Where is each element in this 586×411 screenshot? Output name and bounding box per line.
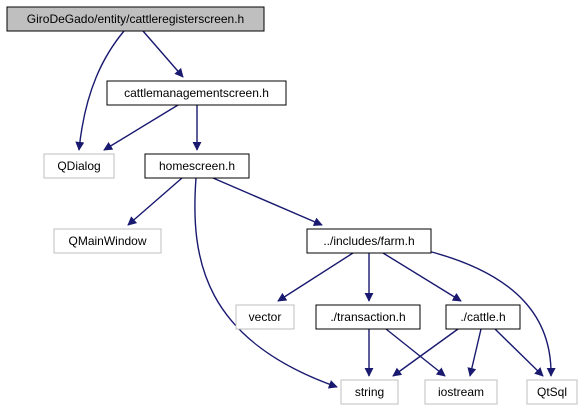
node-label: homescreen.h (159, 159, 235, 173)
node-label: ../includes/farm.h (323, 234, 414, 248)
node-box (144, 153, 250, 179)
edge-root-cms (142, 30, 184, 78)
node-box (235, 304, 295, 330)
node-box (306, 228, 432, 254)
node-qtsql[interactable]: QtSql (526, 379, 578, 405)
node-box (6, 6, 265, 32)
node-cattle[interactable]: ./cattle.h (445, 304, 521, 330)
edge-farm-qtsql (427, 250, 556, 377)
edge-cattle-qtsql (494, 328, 544, 377)
node-label: iostream (438, 385, 484, 399)
edge-home-qmw (127, 177, 183, 226)
node-farm[interactable]: ../includes/farm.h (306, 228, 432, 254)
node-box (43, 153, 115, 179)
node-box (340, 379, 399, 405)
node-qmw[interactable]: QMainWindow (53, 228, 162, 254)
node-vec[interactable]: vector (235, 304, 295, 330)
nodes-layer: GiroDeGado/entity/cattleregisterscreen.h… (6, 6, 578, 405)
node-root[interactable]: GiroDeGado/entity/cattleregisterscreen.h (6, 6, 265, 32)
edge-farm-vec (277, 252, 354, 302)
node-box (315, 304, 421, 330)
node-label: ./cattle.h (460, 310, 505, 324)
node-box (445, 304, 521, 330)
edge-home-farm (212, 177, 323, 226)
edge-farm-cattle (382, 252, 462, 302)
node-box (526, 379, 578, 405)
node-trans[interactable]: ./transaction.h (315, 304, 421, 330)
node-box (106, 80, 287, 106)
node-label: QDialog (57, 159, 100, 173)
node-label: cattlemanagementscreen.h (124, 86, 269, 100)
node-label: vector (249, 310, 282, 324)
node-label: string (355, 385, 384, 399)
node-cms[interactable]: cattlemanagementscreen.h (106, 80, 287, 106)
node-home[interactable]: homescreen.h (144, 153, 250, 179)
node-label: ./transaction.h (330, 310, 405, 324)
edge-cattle-ios (467, 328, 482, 377)
node-ios[interactable]: iostream (424, 379, 498, 405)
edge-cms-qdlg (103, 104, 179, 151)
edge-root-qdlg (75, 30, 125, 151)
edge-cattle-str (392, 328, 459, 377)
edge-trans-ios (385, 328, 446, 377)
edge-home-str (194, 177, 338, 389)
node-box (424, 379, 498, 405)
node-label: QMainWindow (68, 234, 146, 248)
edges-layer (75, 30, 556, 389)
node-qdlg[interactable]: QDialog (43, 153, 115, 179)
node-box (53, 228, 162, 254)
node-label: QtSql (537, 385, 567, 399)
node-label: GiroDeGado/entity/cattleregisterscreen.h (27, 12, 244, 26)
node-str[interactable]: string (340, 379, 399, 405)
